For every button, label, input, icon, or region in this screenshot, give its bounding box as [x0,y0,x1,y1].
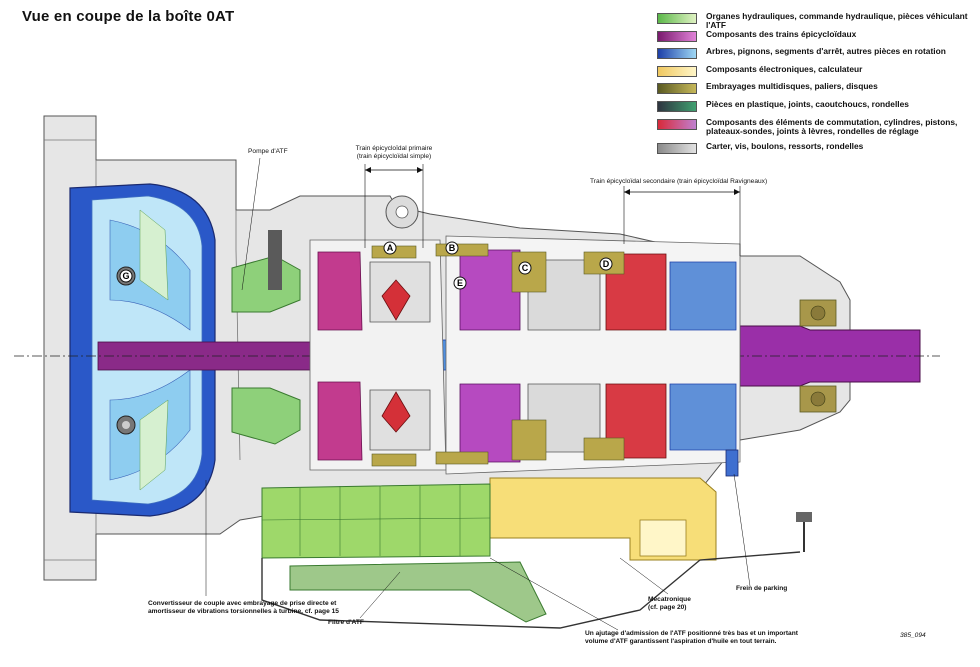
legend-label: Pièces en plastique, joints, caoutchoucs… [706,98,909,109]
legend: Organes hydrauliques, commande hydrauliq… [657,12,975,159]
legend-item-commutation: Composants des éléments de commutation, … [657,116,975,142]
legend-item-embrayages: Embrayages multidisques, paliers, disque… [657,82,975,100]
legend-item-arbres: Arbres, pignons, segments d'arrêt, autre… [657,47,975,65]
clutch-letter: G [122,271,129,281]
legend-label: Organes hydrauliques, commande hydrauliq… [706,11,968,30]
label-ajutage: Un ajutage d'admission de l'ATF position… [585,630,835,646]
clutch-A: A [383,241,397,255]
parking-brake [725,449,739,477]
clutch-C: C [518,261,532,275]
clutch-D: D [599,257,613,271]
label-train-secondaire: Train épicycloïdal secondaire (train épi… [590,178,768,185]
label-frein-parking: Frein de parking [736,585,788,592]
legend-label: Composants des trains épicycloïdaux [706,28,857,39]
figure-reference: 385_094 [900,632,926,639]
legend-item-trains: Composants des trains épicycloïdaux [657,28,975,48]
label-train-primaire: Train épicycloïdal primaire (train épicy… [340,145,448,161]
legend-item-plastique: Pièces en plastique, joints, caoutchoucs… [657,98,975,118]
oil-pan [261,551,801,629]
legend-swatch [657,100,697,112]
label-train-primaire-line2: (train épicycloïdal simple) [356,153,432,160]
clutch-E: E [453,276,467,290]
legend-swatch [657,142,697,154]
primary-planetary-bracket [364,164,424,248]
legend-label: Carter, vis, boulons, ressorts, rondelle… [706,140,864,151]
clutch-letter: E [457,278,463,288]
legend-label: Embrayages multidisques, paliers, disque… [706,81,878,92]
label-train-primaire-line1: Train épicycloïdal primaire [355,145,433,152]
label-mecatronique-line1: Mécatronique [648,596,691,603]
label-mecatronique-line2: (cf. page 20) [648,604,687,611]
label-convertisseur-line2: amortisseur de vibrations torsionnelles … [148,608,339,615]
secondary-planetary-bracket [623,186,741,256]
legend-item-carter: Carter, vis, boulons, ressorts, rondelle… [657,140,975,160]
legend-swatch [657,65,697,77]
legend-label: Composants électroniques, calculateur [706,63,863,74]
legend-item-electronique: Composants électroniques, calculateur [657,63,975,83]
page-title: Vue en coupe de la boîte 0AT [22,8,235,25]
clutch-letter: A [387,243,394,253]
clutch-G: G [119,269,133,283]
legend-swatch [657,13,697,24]
legend-swatch [657,118,697,130]
label-ajutage-line2: volume d'ATF garantissent l'aspiration d… [585,638,777,645]
label-convertisseur-line1: Convertisseur de couple avec embrayage d… [148,600,337,607]
clutch-B: B [445,241,459,255]
clutch-letter: D [603,259,610,269]
clutch-letter: B [449,243,456,253]
legend-swatch [657,30,697,42]
legend-swatch [657,48,697,60]
legend-label: Composants des éléments de commutation, … [706,116,958,136]
label-mecatronique: Mécatronique (cf. page 20) [648,596,691,612]
legend-label: Arbres, pignons, segments d'arrêt, autre… [706,46,946,57]
valve-body [261,483,491,559]
label-ajutage-line1: Un ajutage d'admission de l'ATF position… [585,630,798,637]
legend-item-hydraulique: Organes hydrauliques, commande hydrauliq… [657,12,975,30]
label-convertisseur: Convertisseur de couple avec embrayage d… [148,600,378,616]
clutch-letter: C [522,263,529,273]
label-pompe-atf: Pompe d'ATF [248,148,288,155]
legend-swatch [657,83,697,95]
atf-filter [289,561,547,623]
label-filtre-atf: Filtre d'ATF [328,619,364,626]
